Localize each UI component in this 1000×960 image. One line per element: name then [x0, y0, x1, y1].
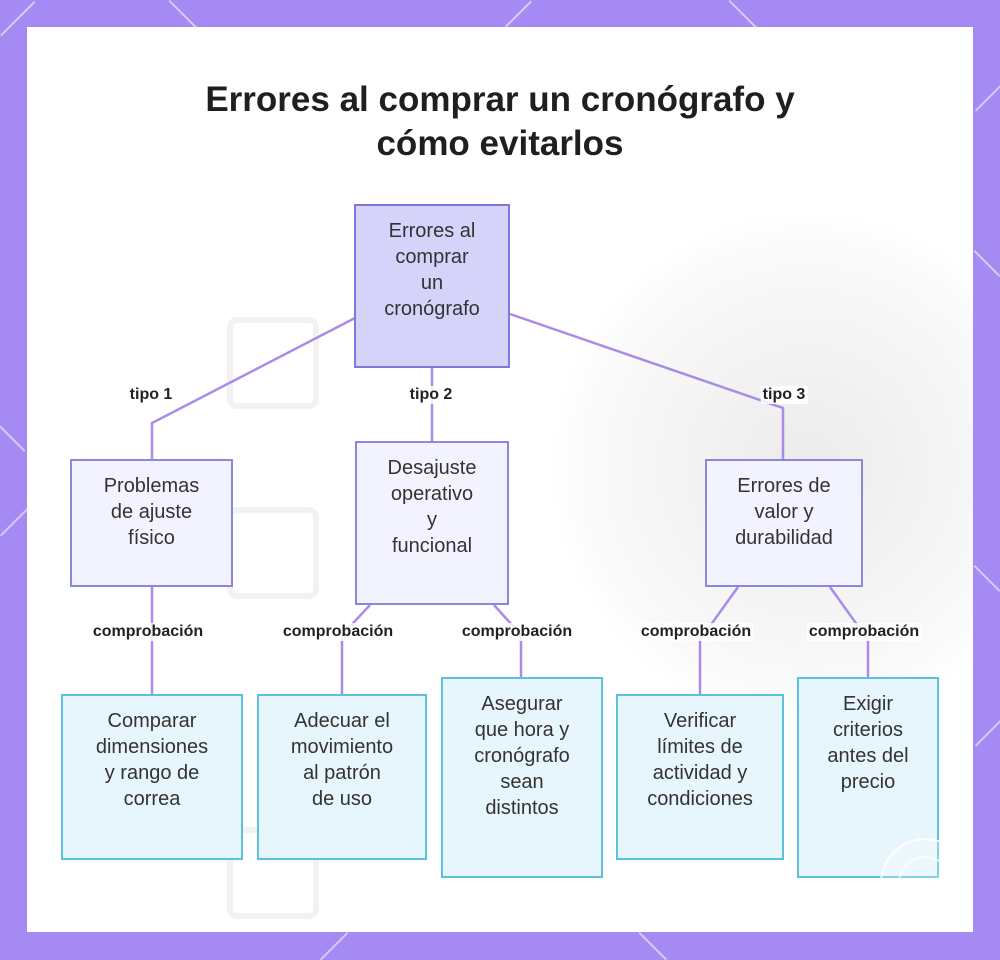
node-text-line: durabilidad [735, 527, 833, 549]
node-text-line: Errores al [388, 220, 476, 242]
node-text-line: un [420, 272, 444, 294]
node-text-line: Comparar [107, 710, 197, 732]
node-text-line: de ajuste [110, 501, 193, 523]
edge-label-tipo3: tipo 3 [760, 386, 808, 404]
node-text-line: actividad y [652, 762, 748, 784]
node-text-line: dimensiones [95, 736, 209, 758]
node-text-line: Adecuar el [294, 710, 390, 732]
node-text-line: valor y [754, 501, 814, 523]
diagram-title: Errores al comprar un cronógrafo y cómo … [0, 78, 1000, 166]
edge-label-check: comprobación [638, 623, 754, 641]
node-text-line: precio [840, 771, 896, 793]
edge-root-type3 [509, 312, 785, 460]
edge-type2-leaf2 [340, 604, 371, 695]
node-text-line: límites de [657, 736, 743, 758]
edge-label-tipo1: tipo 1 [127, 386, 175, 404]
node-text-line: condiciones [647, 788, 753, 810]
node-text-line: cronógrafo [384, 298, 480, 320]
node-text-line: operativo [390, 483, 474, 505]
watch-seal-icon [880, 838, 970, 928]
edge-label-check: comprobación [280, 623, 396, 641]
node-text-line: correa [123, 788, 181, 810]
leaf-node: Asegurar que hora y cronógrafo sean dist… [441, 677, 603, 878]
edge-label-tipo2: tipo 2 [407, 386, 455, 404]
root-node: Errores al comprar un cronógrafo [354, 204, 510, 368]
edge-label-check: comprobación [806, 623, 922, 641]
diagram-title-line-1: Errores al comprar un cronógrafo y [205, 80, 795, 119]
node-text-line: Problemas [103, 475, 200, 497]
leaf-node: Verificar límites de actividad y condici… [616, 694, 784, 860]
background-checkbox-image [227, 317, 319, 409]
type2-node: Desajuste operativo y funcional [355, 441, 509, 605]
type1-node: Problemas de ajuste físico [70, 459, 233, 587]
node-text-line: movimiento [290, 736, 394, 758]
node-text-line: distintos [485, 797, 559, 819]
node-text-line: físico [128, 527, 175, 549]
node-text-line: Verificar [663, 710, 737, 732]
node-text-line: antes del [827, 745, 909, 767]
leaf-node: Comparar dimensiones y rango de correa [61, 694, 243, 860]
node-text-line: de uso [311, 788, 373, 810]
edge-root-type1 [150, 316, 356, 460]
node-text-line: cronógrafo [474, 745, 570, 767]
node-text-line: funcional [391, 535, 473, 557]
node-text-line: criterios [832, 719, 903, 741]
edge-type2-leaf3 [493, 604, 523, 678]
edge-type3-leaf4 [698, 586, 740, 695]
leaf-node: Adecuar el movimiento al patrón de uso [257, 694, 427, 860]
node-text-line: y [427, 509, 437, 531]
node-text-line: que hora y [474, 719, 570, 741]
edge-label-check: comprobación [459, 623, 575, 641]
node-text-line: sean [500, 771, 544, 793]
node-text-line: Asegurar [481, 693, 563, 715]
node-text-line: Desajuste [387, 457, 477, 479]
node-text-line: comprar [395, 246, 469, 268]
node-text-line: Errores de [737, 475, 831, 497]
node-text-line: Exigir [842, 693, 893, 715]
edge-label-check: comprobación [90, 623, 206, 641]
diagram-title-line-2: cómo evitarlos [376, 124, 624, 163]
node-text-line: al patrón [303, 762, 381, 784]
type3-node: Errores de valor y durabilidad [705, 459, 863, 587]
node-text-line: y rango de [104, 762, 200, 784]
